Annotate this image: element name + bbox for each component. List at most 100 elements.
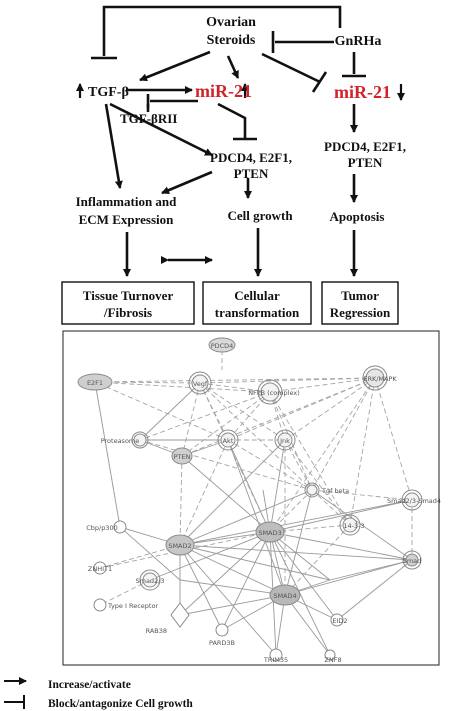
node-type-i-receptor — [93, 598, 107, 612]
cell-growth-label: Cell growth — [227, 208, 293, 223]
inflammation-label-2: ECM Expression — [79, 212, 175, 227]
label-smad: Smad — [403, 557, 422, 565]
node-jnk — [277, 432, 293, 448]
label-nfkb: NFkB (complex) — [248, 389, 300, 397]
label-smad2: SMAD2 — [168, 542, 191, 550]
gnrha-blocks-tgf-connector — [102, 5, 342, 56]
label-pard3b: PARD3B — [209, 639, 235, 647]
label-smad23-smad4: Smad2/3-Smad4 — [387, 497, 441, 505]
node-znf8 — [324, 649, 336, 661]
ovarian-steroids-label-1: Ovarian — [206, 15, 256, 30]
label-znhit1: ZNHIT1 — [88, 565, 112, 573]
node-pard3b — [215, 623, 229, 637]
node-trim35 — [269, 648, 283, 662]
network-node-labels: PDCD4 E2F1 Vegf NFkB (complex) ERK/MAPK … — [86, 342, 441, 664]
node-jnk-ring — [274, 429, 296, 451]
node-eid2 — [330, 613, 344, 627]
node-smad23-smad4 — [404, 492, 420, 508]
label-vegf: Vegf — [193, 380, 208, 388]
node-proteasome — [133, 433, 147, 447]
node-erk-mapk-ring — [362, 365, 388, 391]
inflammation-label-1: Inflammation and — [76, 194, 178, 209]
steroids-to-mir21-arrow — [226, 55, 240, 79]
node-akt-ring — [217, 429, 239, 451]
steroids-blocks-mir21-down-line — [261, 52, 321, 84]
pdcd4-left-label-1: PDCD4, E2F1, — [210, 150, 292, 165]
label-akt: Akt — [223, 437, 234, 445]
node-vegf — [191, 374, 209, 392]
mir21-down-block-bar — [311, 71, 328, 93]
pdcd4-to-inflammation-arrow — [161, 170, 213, 195]
label-eid2: EID2 — [332, 617, 347, 625]
mir21-up-label: miR-21 — [195, 81, 252, 101]
cellular-transformation-label-1: Cellular — [234, 288, 280, 303]
legend-block-icon — [4, 695, 25, 709]
node-erk-mapk — [365, 368, 385, 388]
node-e2f1 — [77, 373, 113, 391]
apoptosis-label: Apoptosis — [330, 209, 385, 224]
pdcd4-right-label-2: PTEN — [348, 155, 383, 170]
node-pten — [171, 447, 193, 465]
pathway-labels: Ovarian Steroids GnRHa TGF-β miR-21 miR-… — [76, 15, 406, 227]
label-erk-mapk: ERK/MAPK — [363, 375, 397, 383]
tgf-beta-label: TGF-β — [88, 85, 129, 100]
node-smad-ring — [402, 550, 422, 570]
label-rab38: RAB38 — [146, 627, 167, 635]
mir21-blocks-pdcd4-line — [217, 102, 247, 138]
node-nfkb — [260, 382, 280, 402]
direction-indicators — [76, 83, 405, 101]
node-smad4 — [269, 584, 301, 606]
node-znhit1 — [93, 561, 107, 575]
tumor-regression-box — [321, 281, 399, 325]
node-smad23-smad4-ring — [401, 489, 423, 511]
tumor-regression-label-1: Tumor — [341, 288, 379, 303]
steroids-to-tgf-arrow — [139, 50, 211, 82]
tissue-turnover-label-1: Tissue Turnover — [83, 288, 174, 303]
node-tgf-beta-ring — [304, 482, 320, 498]
label-znf8: ZNF8 — [324, 656, 341, 664]
label-pdcd4: PDCD4 — [211, 342, 234, 350]
label-proteasome: Proteasome — [101, 437, 140, 445]
node-tgf-beta — [306, 484, 318, 496]
tumor-regression-label-2: Regression — [330, 305, 391, 320]
label-jnk: Jnk — [279, 437, 290, 445]
node-smad3 — [255, 521, 285, 543]
label-smad4: SMAD4 — [273, 592, 296, 600]
label-14-3-3: 14-3-3 — [343, 522, 364, 530]
network-nodes — [77, 337, 423, 662]
node-14-3-3 — [342, 517, 358, 533]
pdcd4-right-label-1: PDCD4, E2F1, — [324, 139, 406, 154]
tgf-beta-rii-label: TGF-βRII — [120, 111, 177, 126]
ovarian-steroids-label-2: Steroids — [207, 33, 256, 48]
pdcd4-left-label-2: PTEN — [234, 166, 269, 181]
legend-block-label: Block/antagonize Cell growth — [48, 698, 193, 710]
cellular-transformation-label-2: transformation — [215, 305, 300, 320]
legend-increase-label: Increase/activate — [48, 679, 131, 691]
pathway-schematic — [91, 5, 366, 277]
label-cbp-p300: Cbp/p300 — [86, 524, 118, 532]
node-smad2 — [165, 534, 195, 556]
label-trim35: TRIM35 — [263, 656, 288, 664]
node-rab38 — [170, 602, 190, 628]
node-14-3-3-ring — [339, 514, 361, 536]
outcome-boxes: Tissue Turnover /Fibrosis Cellular trans… — [61, 281, 399, 325]
label-smad3: SMAD3 — [258, 529, 281, 537]
label-e2f1: E2F1 — [87, 379, 103, 387]
gnrha-label: GnRHa — [335, 34, 382, 49]
label-type-i-receptor: Type I Receptor — [107, 602, 158, 610]
node-smad23-ring — [139, 569, 161, 591]
node-cbp-p300 — [113, 520, 127, 534]
node-vegf-ring — [188, 371, 212, 395]
label-tgf-beta: Tgf beta — [321, 487, 349, 495]
tgf-to-inflammation-arrow — [104, 103, 123, 189]
node-pdcd4 — [208, 337, 236, 353]
network-dashed-edges — [94, 350, 413, 621]
tissue-turnover-label-2: /Fibrosis — [103, 305, 152, 320]
node-smad — [405, 553, 419, 567]
tgf-to-pdcd4-arrow — [109, 102, 213, 157]
node-smad23 — [142, 572, 158, 588]
node-akt — [220, 432, 236, 448]
mir21-down-label: miR-21 — [334, 82, 391, 102]
tissue-turnover-box — [61, 281, 195, 325]
